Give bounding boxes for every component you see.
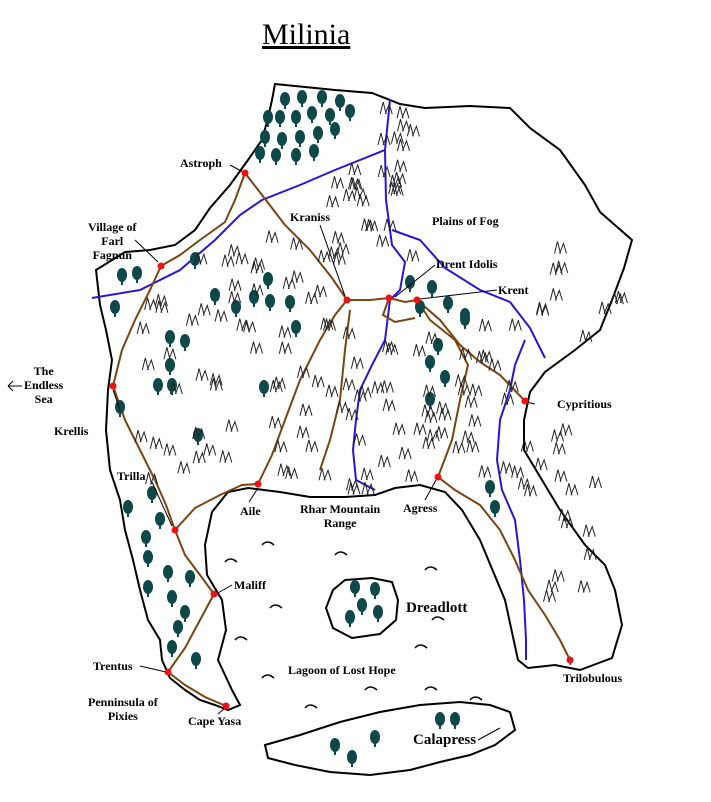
town-marker-icon xyxy=(521,397,529,405)
town-marker-icon xyxy=(254,480,262,488)
town-marker-icon xyxy=(385,294,393,302)
towns xyxy=(109,169,574,710)
label-maliff: Maliff xyxy=(234,578,266,592)
label-cypritious: Cypritious xyxy=(557,397,612,411)
leader-lines xyxy=(112,164,572,741)
town-marker-icon xyxy=(222,702,230,710)
label-krent: Krent xyxy=(498,283,529,297)
label-trilla: Trilla xyxy=(117,469,146,483)
label-dreadlott: Dreadlott xyxy=(406,600,468,616)
town-marker-icon xyxy=(241,169,249,177)
town-marker-icon xyxy=(413,296,421,304)
town-marker-icon xyxy=(171,526,179,534)
rivers xyxy=(91,99,546,660)
label-cape-yasa: Cape Yasa xyxy=(188,714,242,728)
label-agress: Agress xyxy=(403,501,438,515)
label-trentus: Trentus xyxy=(93,659,133,673)
town-marker-icon xyxy=(343,296,351,304)
label-kraniss: Kraniss xyxy=(290,210,331,224)
mountain-icon xyxy=(534,457,548,471)
mountain-icon xyxy=(589,475,602,489)
mountain-icon xyxy=(582,524,596,538)
mountain-icon xyxy=(551,429,564,442)
town-marker-icon xyxy=(157,262,165,270)
town-marker-icon xyxy=(109,382,117,390)
lagoon-hills xyxy=(224,541,483,709)
mountain-icon xyxy=(554,469,568,483)
town-marker-icon xyxy=(434,473,442,481)
mountain-icon xyxy=(565,482,579,496)
label-drent-idolis: Drent Idolis xyxy=(436,257,498,271)
label-aile: Aile xyxy=(240,504,261,518)
label-trilobulous: Trilobulous xyxy=(563,671,623,685)
mountain-icon xyxy=(559,423,573,436)
label-astroph: Astroph xyxy=(180,156,222,170)
label-krellis: Krellis xyxy=(54,424,89,438)
mountain-icon xyxy=(552,441,566,455)
label-calapress: Calapress xyxy=(413,732,477,748)
arrow-left-icon xyxy=(7,380,22,392)
label-plains-of-fog: Plains of Fog xyxy=(432,214,499,228)
calapress-island xyxy=(263,700,517,777)
map-title: Milinia xyxy=(262,18,351,51)
town-marker-icon xyxy=(566,656,574,664)
town-marker-icon xyxy=(210,590,218,598)
town-marker-icon xyxy=(164,668,172,676)
label-lagoon: Lagoon of Lost Hope xyxy=(288,663,396,677)
